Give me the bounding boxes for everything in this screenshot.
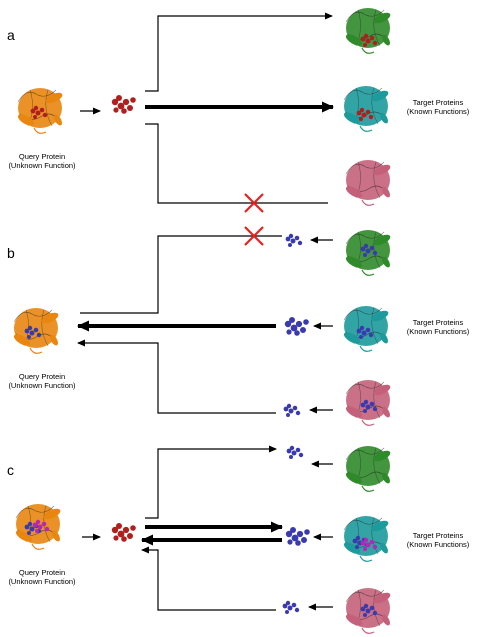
target-teal-c-icon [341, 515, 391, 562]
line-ligand-to-query-b [80, 235, 282, 314]
panel-letter-c: c [7, 462, 14, 478]
panel-letter-a: a [7, 27, 15, 43]
ligand-cluster-a-icon [111, 95, 136, 114]
ligand-blue-b3-icon [283, 403, 301, 417]
query-protein-b-icon [11, 307, 61, 354]
line-to-pink-a [145, 123, 328, 204]
target-label-a: Target Proteins (Known Functions) [406, 98, 470, 116]
target-pink-c-icon [343, 587, 393, 634]
ligand-blue-c2-icon [285, 527, 310, 546]
target-label-c: Target Proteins (Known Functions) [406, 531, 470, 549]
panel-c [13, 445, 393, 634]
target-label-b: Target Proteins (Known Functions) [406, 318, 470, 336]
ligand-blue-b2-icon [284, 317, 309, 336]
target-green-c-icon [343, 445, 393, 492]
arrow-ligand-to-query-c [141, 546, 276, 611]
query-label-a: Query Protein (Unknown Function) [8, 152, 76, 170]
target-pink-a-icon [343, 159, 393, 206]
target-green-b-icon [343, 229, 393, 276]
query-protein-a-icon [15, 87, 65, 134]
target-green-a-icon [343, 7, 393, 54]
ligand-blue-c3-icon [282, 600, 300, 614]
ligand-blue-c1-icon [286, 445, 304, 459]
target-teal-a-icon [341, 85, 391, 132]
arrow-to-green-a [145, 12, 333, 92]
query-protein-c-icon [13, 503, 63, 550]
query-label-c: Query Protein (Unknown Function) [8, 568, 76, 586]
target-pink-b-icon [343, 379, 393, 426]
arrow-ligand-to-query-b [77, 339, 276, 414]
ligand-blue-b1-icon [285, 233, 303, 247]
panel-letter-b: b [7, 245, 15, 261]
target-teal-b-icon [341, 305, 391, 352]
panel-b [11, 225, 393, 426]
ligand-cluster-c-icon [111, 523, 136, 542]
panel-a [15, 7, 393, 214]
query-label-b: Query Protein (Unknown Function) [8, 372, 76, 390]
arrow-to-green-ligand-c [145, 445, 277, 519]
